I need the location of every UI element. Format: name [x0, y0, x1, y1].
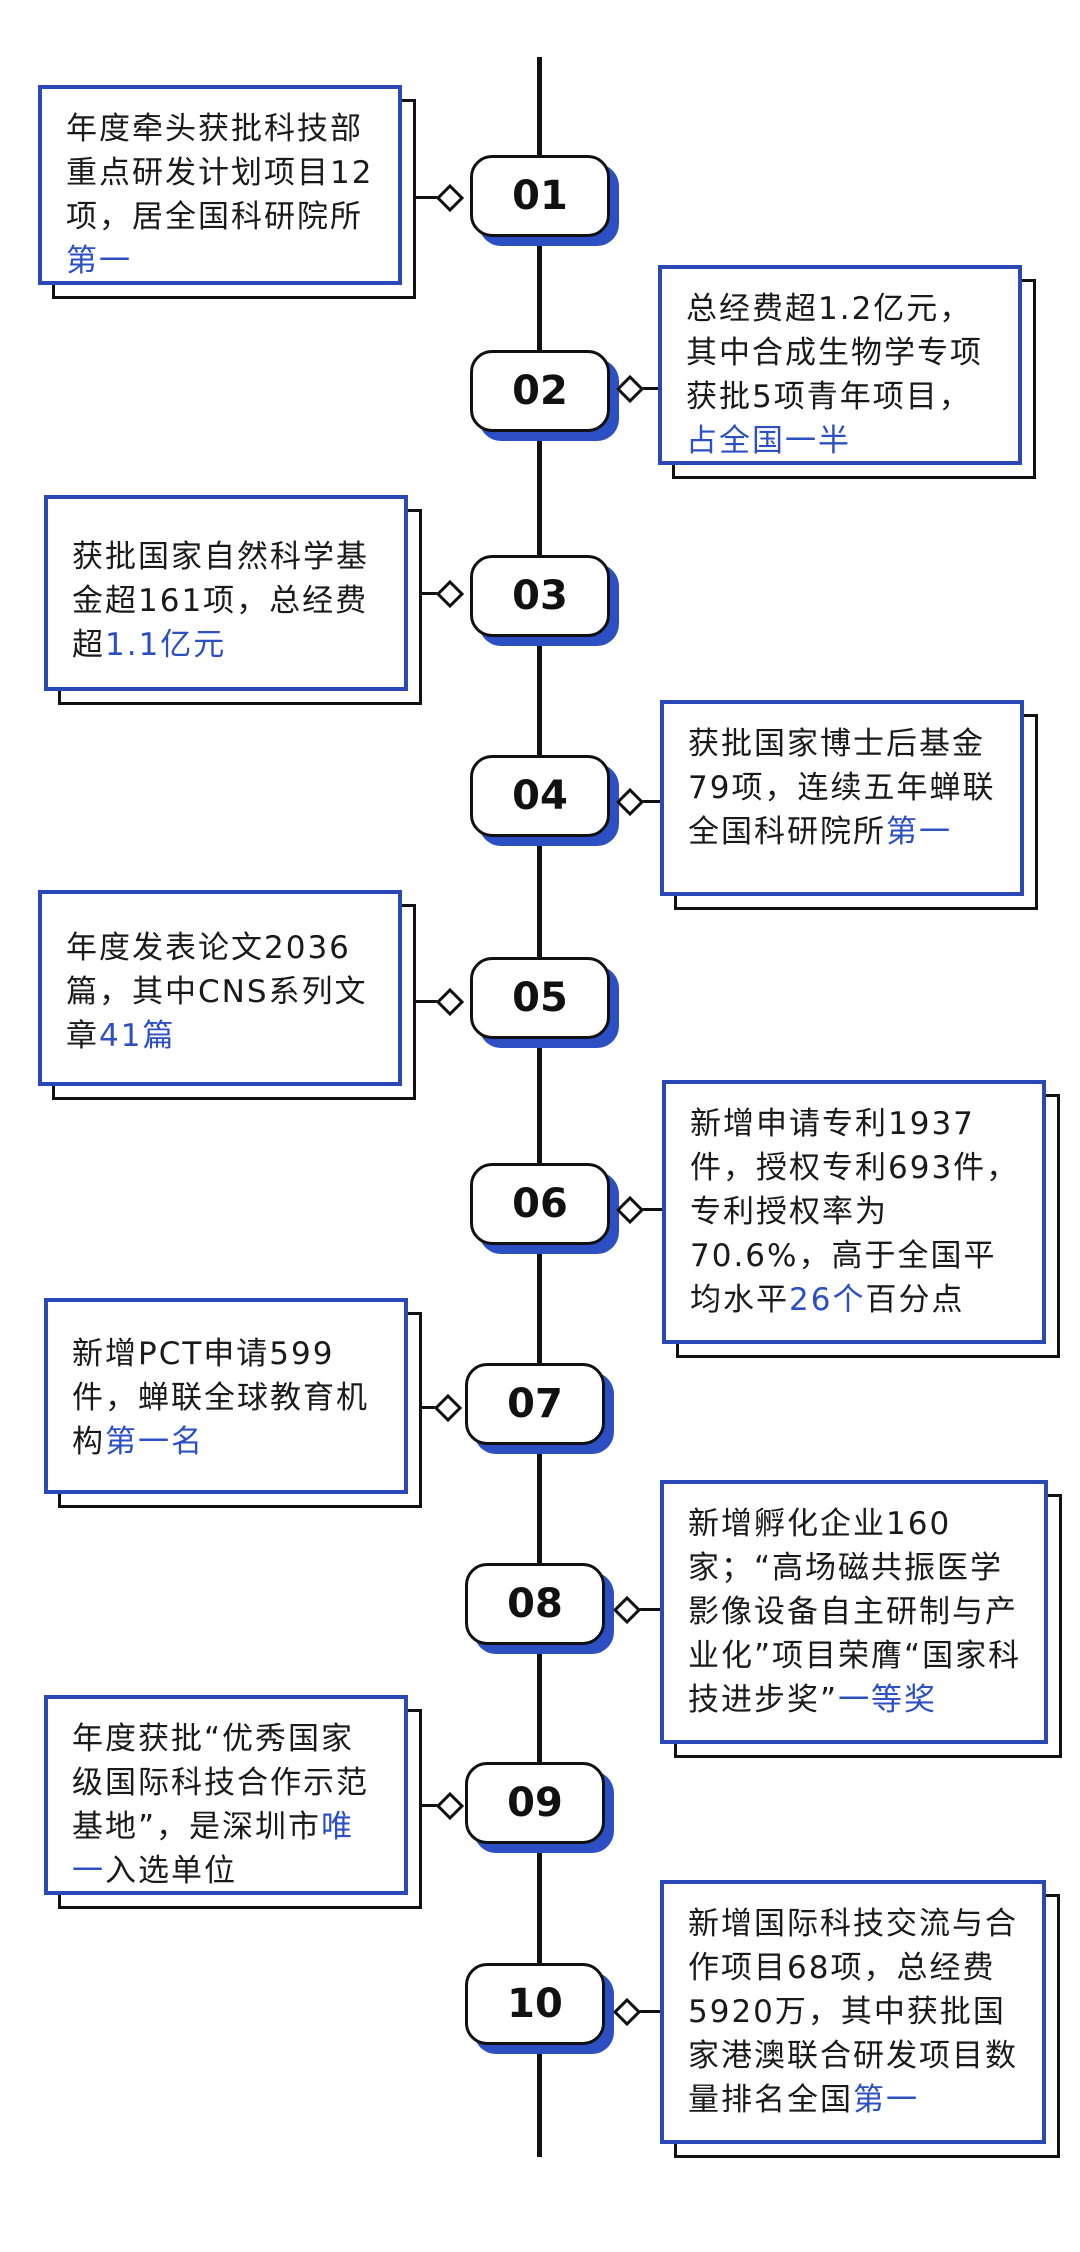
step-number: 09 — [465, 1762, 605, 1844]
connector — [416, 1000, 454, 1003]
step-number: 02 — [470, 350, 610, 432]
connector-diamond — [615, 1195, 645, 1225]
step-badge-04: 04 — [470, 755, 619, 846]
milestone-card-03: 获批国家自然科学基金超161项，总经费超1.1亿元 — [44, 495, 422, 705]
milestone-card-10: 新增国际科技交流与合作项目68项，总经费5920万，其中获批国家港澳联合研发项目… — [660, 1880, 1060, 2158]
step-badge-02: 02 — [470, 350, 619, 441]
step-badge-07: 07 — [465, 1363, 614, 1454]
step-badge-05: 05 — [470, 957, 619, 1048]
connector-diamond — [435, 183, 465, 213]
step-number: 04 — [470, 755, 610, 837]
connector-diamond — [615, 787, 645, 817]
step-badge-08: 08 — [465, 1563, 614, 1654]
timeline-spine — [537, 57, 542, 2157]
milestone-card-06: 新增申请专利1937件，授权专利693件，专利授权率为70.6%，高于全国平均水… — [662, 1080, 1060, 1358]
milestone-card-08: 新增孵化企业160家；“高场磁共振医学影像设备自主研制与产业化”项目荣膺“国家科… — [660, 1480, 1062, 1758]
step-number: 01 — [470, 155, 610, 237]
step-badge-03: 03 — [470, 555, 619, 646]
connector-diamond — [433, 1393, 463, 1423]
step-number: 03 — [470, 555, 610, 637]
step-badge-10: 10 — [465, 1963, 614, 2054]
connector — [410, 1804, 452, 1807]
step-badge-09: 09 — [465, 1762, 614, 1853]
step-number: 06 — [470, 1163, 610, 1245]
connector-diamond — [612, 1595, 642, 1625]
connector-diamond — [435, 579, 465, 609]
milestone-card-09: 年度获批“优秀国家级国际科技合作示范基地”，是深圳市唯一入选单位 — [44, 1695, 422, 1909]
milestone-card-02: 总经费超1.2亿元，其中合成生物学专项获批5项青年项目，占全国一半 — [658, 265, 1036, 479]
step-badge-06: 06 — [470, 1163, 619, 1254]
milestone-card-07: 新增PCT申请599件，蝉联全球教育机构第一名 — [44, 1298, 422, 1508]
milestone-card-04: 获批国家博士后基金79项，连续五年蝉联全国科研院所第一 — [660, 700, 1038, 910]
step-number: 05 — [470, 957, 610, 1039]
connector-diamond — [615, 374, 645, 404]
step-number: 10 — [465, 1963, 605, 2045]
milestone-card-05: 年度发表论文2036篇，其中CNS系列文章41篇 — [38, 890, 416, 1100]
connector-diamond — [612, 1997, 642, 2027]
step-number: 08 — [465, 1563, 605, 1645]
connector-diamond — [435, 1791, 465, 1821]
connector — [416, 196, 454, 199]
step-badge-01: 01 — [470, 155, 619, 246]
connector — [625, 1208, 665, 1211]
step-number: 07 — [465, 1363, 605, 1445]
connector-diamond — [435, 987, 465, 1017]
milestone-card-01: 年度牵头获批科技部重点研发计划项目12项，居全国科研院所第一 — [38, 85, 416, 299]
